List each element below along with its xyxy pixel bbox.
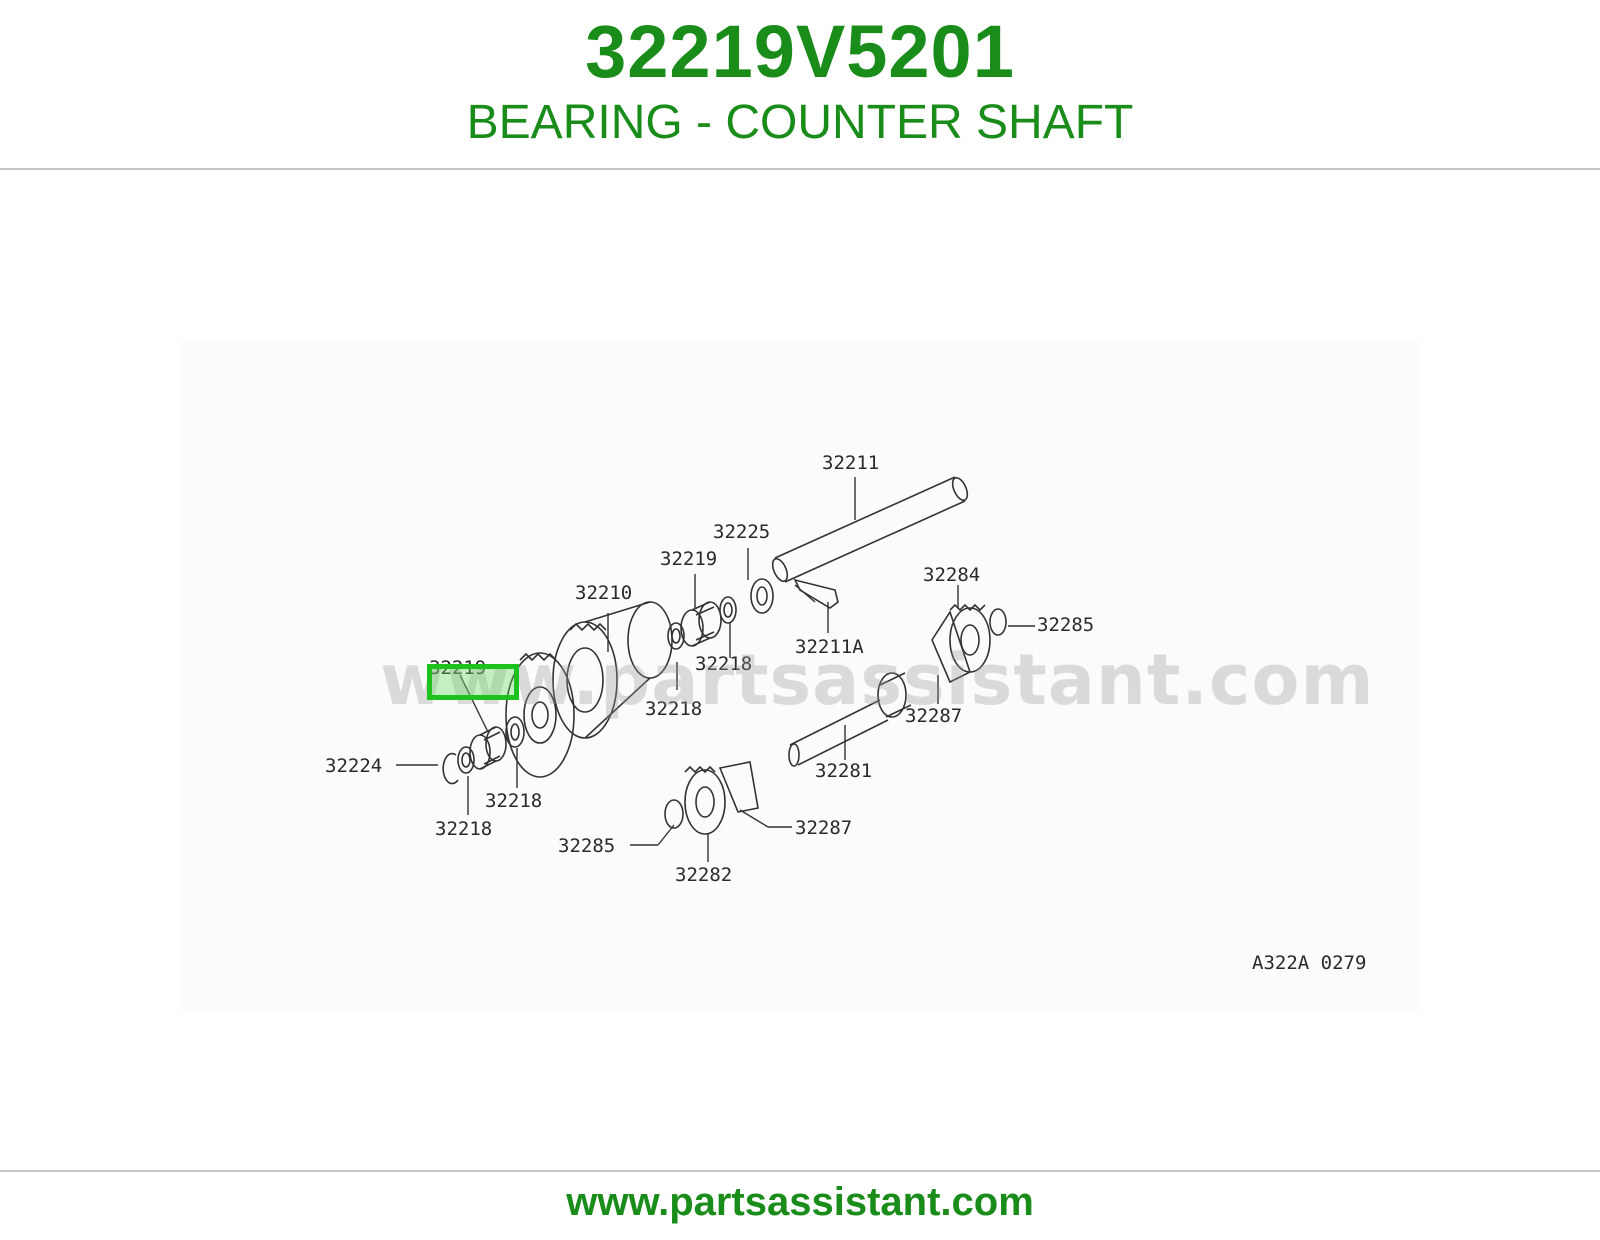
watermark-text: www.partsassistant.com (380, 639, 1375, 721)
highlighted-part-marker[interactable] (427, 664, 519, 700)
idler-shaft-drawing (788, 672, 912, 767)
page-header: 32219V5201 BEARING - COUNTER SHAFT (0, 0, 1600, 168)
callout-32218-upper: 32218 (695, 653, 752, 675)
callout-32210: 32210 (575, 582, 632, 604)
callout-32281: 32281 (815, 760, 872, 782)
circlip-upper-drawing (989, 608, 1007, 636)
callout-32211a: 32211A (795, 636, 864, 658)
circlip-lower-drawing (664, 799, 684, 829)
callout-32225: 32225 (713, 521, 770, 543)
callout-32285-bottom: 32285 (558, 835, 615, 857)
part-number-title: 32219V5201 (585, 10, 1015, 93)
callout-32219-upper: 32219 (660, 548, 717, 570)
thrust-washer-drawing (750, 578, 774, 614)
spacer-left-drawing (457, 746, 475, 774)
counter-shaft-drawing (771, 476, 969, 583)
callout-32284: 32284 (923, 564, 980, 586)
lock-plate-drawing (793, 578, 839, 609)
callout-32285-right: 32285 (1037, 614, 1094, 636)
idler-gear-lower-drawing (684, 761, 759, 835)
counter-gear-drawing (505, 601, 673, 778)
leader-lines (396, 477, 1035, 862)
callout-32287-right: 32287 (905, 705, 962, 727)
needle-bearing-upper-drawing (680, 601, 722, 647)
idler-gear-upper-drawing (931, 603, 991, 684)
figure-code: A322A 0279 (1252, 952, 1366, 974)
footer-website-link[interactable]: www.partsassistant.com (566, 1180, 1034, 1224)
callout-32224: 32224 (325, 755, 382, 777)
part-description: BEARING - COUNTER SHAFT (466, 96, 1134, 149)
callout-32211: 32211 (822, 452, 879, 474)
callout-32218-bottom: 32218 (435, 818, 492, 840)
spacer-upper-drawing (667, 596, 737, 650)
callout-32282: 32282 (675, 864, 732, 886)
callout-32218-left: 32218 (645, 698, 702, 720)
parts-diagram: 32211 32225 32219 32210 32218 32211A 322… (180, 340, 1420, 1010)
header-divider (0, 168, 1600, 170)
callout-32218-center: 32218 (485, 790, 542, 812)
exploded-view-drawing: 32211 32225 32219 32210 32218 32211A 322… (325, 452, 1366, 974)
footer-divider (0, 1170, 1600, 1172)
spacer-center-drawing (505, 716, 525, 748)
needle-bearing-lower-drawing (469, 726, 507, 770)
snap-ring-drawing (442, 752, 459, 785)
callout-32287-bottom: 32287 (795, 817, 852, 839)
callout-labels: 32211 32225 32219 32210 32218 32211A 322… (325, 452, 1366, 974)
